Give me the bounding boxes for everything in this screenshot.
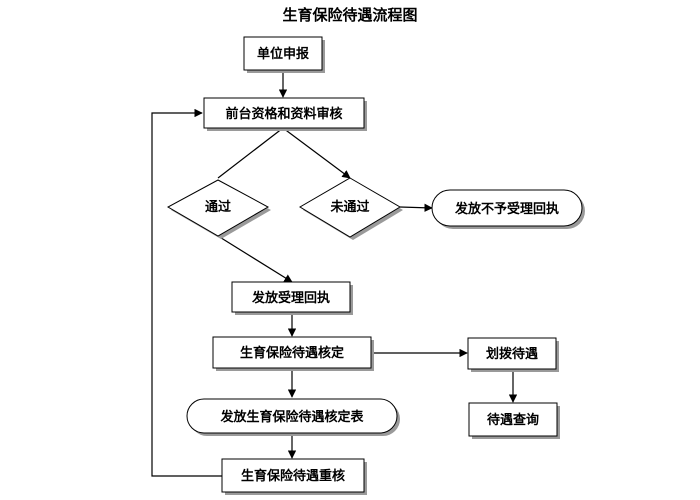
node-label: 单位申报 — [257, 46, 310, 62]
node-front-review: 前台资格和资料审核 — [203, 97, 367, 131]
arrow-review-to-notpassed — [282, 127, 351, 179]
line-review-to-passed — [217, 127, 284, 179]
arrow-recheck-loop-to-review — [151, 108, 222, 477]
node-label: 划拨待遇 — [486, 346, 538, 362]
node-label: 发放不予受理回执 — [454, 201, 559, 217]
arrow-passed-to-acceptance — [217, 235, 293, 283]
node-unit-report: 单位申报 — [243, 36, 325, 73]
node-benefit-approval: 生育保险待遇核定 — [212, 336, 374, 371]
node-label: 前台资格和资料审核 — [225, 106, 342, 122]
decision-label: 未通过 — [329, 199, 369, 215]
diagram-title: 生育保险待遇流程图 — [282, 6, 417, 24]
node-label: 生育保险待遇核定 — [240, 345, 344, 361]
node-label: 生育保险待遇重核 — [241, 468, 345, 484]
decision-not-passed: 未通过 — [299, 177, 403, 240]
node-benefit-query: 待遇查询 — [468, 402, 560, 439]
node-issue-approval-form: 发放生育保险待遇核定表 — [186, 398, 400, 436]
node-label: 发放生育保险待遇核定表 — [219, 409, 364, 425]
connectors — [151, 72, 518, 477]
node-issue-acceptance-receipt: 发放受理回执 — [231, 281, 353, 315]
node-issue-rejection-receipt: 发放不予受理回执 — [431, 189, 585, 229]
node-label: 待遇查询 — [486, 412, 539, 428]
node-label: 发放受理回执 — [251, 290, 330, 306]
decision-passed: 通过 — [166, 179, 271, 239]
decision-label: 通过 — [205, 199, 231, 215]
node-benefit-recheck: 生育保险待遇重核 — [221, 458, 367, 495]
node-allocate-benefit: 划拨待遇 — [467, 337, 559, 372]
arrow-notpassed-to-rejection — [399, 203, 433, 212]
